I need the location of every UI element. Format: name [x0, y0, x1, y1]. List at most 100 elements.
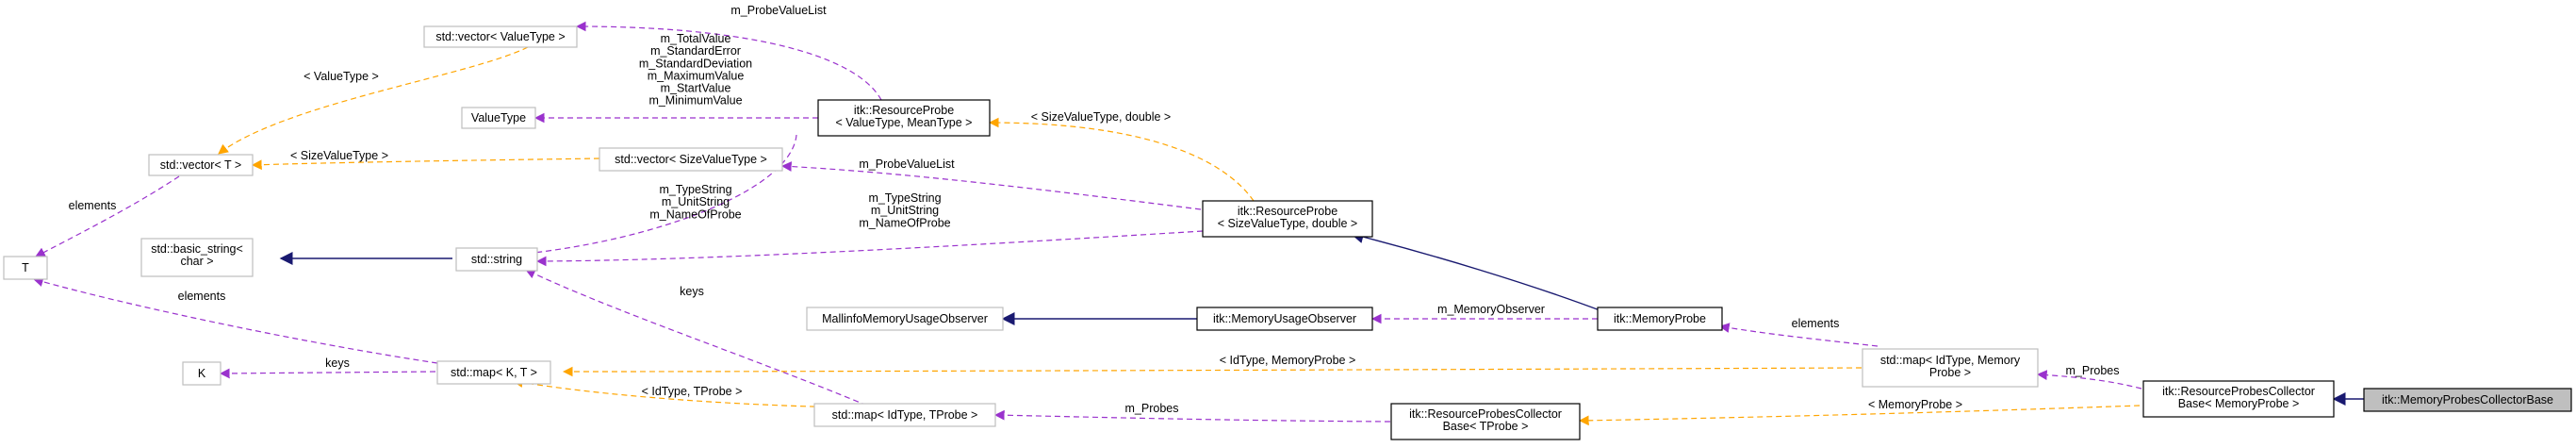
node-string[interactable]: std::string — [455, 247, 538, 272]
label-line: K — [198, 367, 206, 380]
label-line: elements — [1792, 317, 1840, 330]
node-label: K — [198, 367, 206, 380]
edge-rpcb-mem-to-map-idmem — [2036, 370, 2142, 390]
label-line: MallinfoMemoryUsageObserver — [822, 312, 988, 325]
edge-label: elements — [69, 199, 117, 212]
label-line: < ValueType, MeanType > — [835, 116, 972, 129]
label-line: std::vector< ValueType > — [435, 30, 565, 43]
label-line: std::map< K, T > — [451, 366, 537, 379]
edge-label: < ValueType > — [304, 70, 379, 83]
node-label: std::map< K, T > — [451, 366, 537, 379]
edge-resprobe-sd-to-string — [535, 230, 1204, 267]
node-map-kt[interactable]: std::map< K, T > — [436, 360, 551, 385]
label-line: T — [22, 261, 29, 274]
label-line: m_StandardDeviation — [639, 57, 752, 70]
edge-memprobe-to-resprobe-sd — [1350, 230, 1603, 312]
label-line: Base< MemoryProbe > — [2178, 397, 2300, 410]
label-line: itk::ResourceProbe — [854, 104, 954, 117]
node-vector-valuetype[interactable]: std::vector< ValueType > — [423, 25, 578, 48]
edge-resprobe-sd-to-vector-svt — [780, 161, 1202, 210]
edge-probevaluelist-to-vector-valuetype — [575, 21, 882, 101]
node-label: itk::MemoryProbe — [1614, 312, 1706, 325]
edge-map-idmem-to-map-kt — [562, 366, 1862, 377]
edge-label: m_ProbeValueList — [730, 4, 827, 17]
node-label: std::vector< T > — [160, 158, 241, 172]
node-memory-usage-observer[interactable]: itk::MemoryUsageObserver — [1196, 307, 1373, 331]
edge-map-kt-to-k-keys — [219, 368, 436, 379]
label-line: m_UnitString — [662, 195, 730, 208]
edge-label: < MemoryProbe > — [1868, 398, 1962, 411]
label-line: elements — [69, 199, 117, 212]
label-line: itk::MemoryProbesCollectorBase — [2382, 393, 2553, 407]
label-line: itk::ResourceProbesCollector — [2162, 385, 2315, 398]
edge-label: m_Probes — [1125, 402, 1179, 415]
node-map-idtype-tprobe[interactable]: std::map< IdType, TProbe > — [813, 403, 996, 427]
label-line: std::vector< SizeValueType > — [615, 153, 767, 166]
label-line: m_MemoryObserver — [1437, 303, 1545, 316]
label-line: < MemoryProbe > — [1868, 398, 1962, 411]
node-k[interactable]: K — [182, 361, 222, 386]
node-vector-svt[interactable]: std::vector< SizeValueType > — [599, 147, 783, 172]
edge-label: m_Probes — [2066, 364, 2120, 377]
label-line: std::map< IdType, TProbe > — [832, 408, 978, 422]
node-resprobe-sizevaluetype-double[interactable]: itk::ResourceProbe< SizeValueType, doubl… — [1202, 200, 1373, 238]
edge-rpcb-mem-to-rpcb-tprobe — [1578, 405, 2141, 426]
node-memory-probes-collector-base[interactable]: itk::MemoryProbesCollectorBase — [2363, 388, 2572, 412]
node-label: ValueType — [471, 111, 526, 124]
node-label: std::map< IdType, TProbe > — [832, 408, 978, 422]
label-line: keys — [325, 357, 350, 370]
label-line: itk::MemoryUsageObserver — [1213, 312, 1356, 325]
label-line: itk::MemoryProbe — [1614, 312, 1706, 325]
label-line: itk::ResourceProbe — [1238, 205, 1337, 218]
node-valuetype[interactable]: ValueType — [461, 107, 536, 129]
label-line: < IdType, MemoryProbe > — [1220, 354, 1356, 367]
edge-rpcb-tprobe-to-map-idtprobe — [993, 409, 1391, 423]
edge-resprobe-sd-to-resprobe-vm — [988, 117, 1255, 202]
label-line: m_Probes — [2066, 364, 2120, 377]
label-line: m_NameOfProbe — [649, 207, 741, 221]
node-resprobe-valuetype-meantype[interactable]: itk::ResourceProbe< ValueType, MeanType … — [817, 99, 991, 137]
label-line: m_MaximumValue — [648, 69, 745, 82]
edge-label: < SizeValueType > — [290, 149, 388, 162]
label-line: m_StandardError — [650, 44, 741, 58]
label-line: itk::ResourceProbesCollector — [1409, 407, 1562, 421]
edge-label: m_MemoryObserver — [1437, 303, 1545, 316]
label-line: m_Probes — [1125, 402, 1179, 415]
label-line: std::string — [471, 253, 522, 266]
label-line: m_ProbeValueList — [859, 158, 955, 171]
label-line: Probe > — [1929, 366, 1971, 379]
label-line: m_TotalValue — [661, 32, 731, 45]
node-vector-t[interactable]: std::vector< T > — [148, 154, 254, 176]
edge-map-idtprobe-to-string-keys — [525, 269, 868, 407]
node-basic-string[interactable]: std::basic_string<char > — [140, 238, 254, 277]
node-label: itk::ResourceProbe< SizeValueType, doubl… — [1218, 205, 1358, 230]
node-label: MallinfoMemoryUsageObserver — [822, 312, 988, 325]
node-t[interactable]: T — [3, 256, 48, 280]
node-label: std::string — [471, 253, 522, 266]
node-label: itk::MemoryUsageObserver — [1213, 312, 1356, 325]
node-label: std::vector< ValueType > — [435, 30, 565, 43]
label-line: elements — [178, 290, 226, 303]
node-memory-probe[interactable]: itk::MemoryProbe — [1597, 307, 1723, 331]
edge-vector-t-to-vector-valuetype — [218, 46, 529, 155]
label-line: < SizeValueType, double > — [1031, 110, 1172, 124]
node-label: std::basic_string<char > — [151, 242, 243, 268]
edge-label: < IdType, MemoryProbe > — [1220, 354, 1356, 367]
label-line: std::basic_string< — [151, 242, 243, 256]
edge-vector-t-to-t-elements — [35, 175, 180, 257]
edge-label: m_ProbeValueList — [859, 158, 955, 171]
node-mallinfo-observer[interactable]: MallinfoMemoryUsageObserver — [806, 307, 1004, 331]
label-line: Base< TProbe > — [1443, 420, 1529, 433]
label-line: m_NameOfProbe — [859, 216, 950, 229]
edge-label: < SizeValueType, double > — [1031, 110, 1172, 124]
edge-map-idtprobe-to-map-kt — [512, 377, 854, 408]
